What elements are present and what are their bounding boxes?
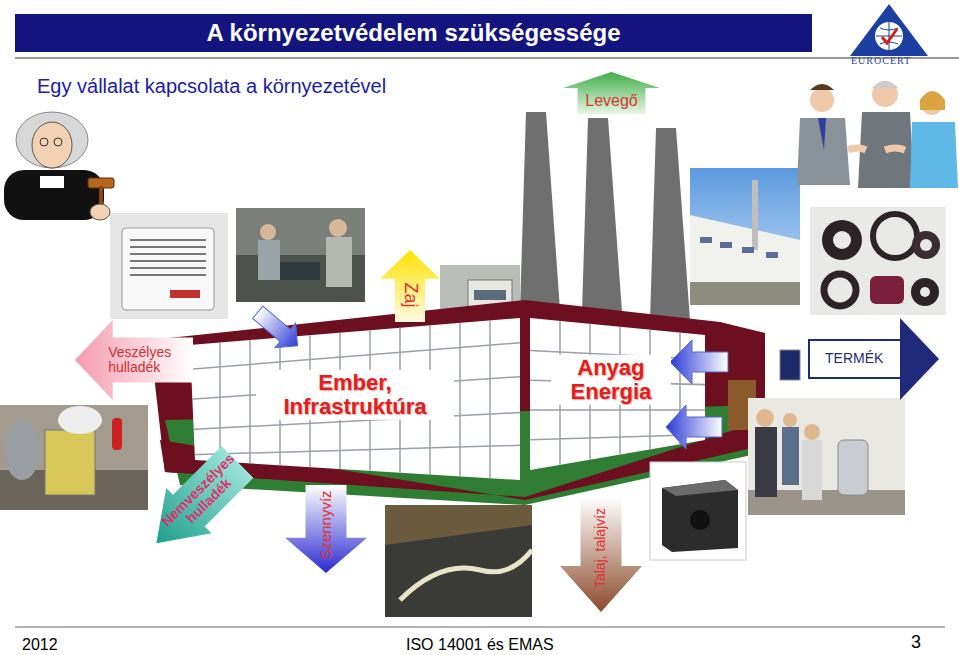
footer-title: ISO 14001 és EMAS xyxy=(406,636,554,654)
title-bar: A környezetvédelem szükségessége xyxy=(15,14,812,52)
noise-arrow: Zaj xyxy=(380,250,440,322)
wastewater-arrow: Szennyvíz xyxy=(285,485,367,573)
soil-arrow: Talaj, talajvíz xyxy=(560,497,642,612)
subtitle: Egy vállalat kapcsolata a környezetével xyxy=(37,75,386,98)
air-arrow: Levegő xyxy=(563,72,660,114)
window-panel: Anyag Energia xyxy=(535,330,700,440)
product-arrow: TERMÉK xyxy=(808,318,940,400)
node-label: Anyag Energia xyxy=(551,354,671,404)
non-hazardous-waste-arrow: Nemveszélyes hulladék xyxy=(134,439,261,566)
node-label: Szennyvíz xyxy=(318,490,335,559)
slide-title: A környezetvédelem szükségessége xyxy=(207,19,621,47)
node-label: Zaj xyxy=(400,283,420,308)
node-label: Veszélyes hulladék xyxy=(108,345,188,376)
hazardous-waste-arrow: Veszélyes hulladék xyxy=(75,320,193,400)
page-number: 3 xyxy=(911,632,921,653)
logo-text: EUROCERT xyxy=(851,55,911,67)
window-panel: Ember, Infrastruktúra xyxy=(200,335,510,455)
node-label: TERMÉK xyxy=(825,351,883,366)
node-label: Talaj, talajvíz xyxy=(593,508,608,588)
node-label: Ember, Infrastruktúra xyxy=(256,370,454,420)
footer-year: 2012 xyxy=(22,636,58,654)
node-label: Levegő xyxy=(585,93,638,111)
